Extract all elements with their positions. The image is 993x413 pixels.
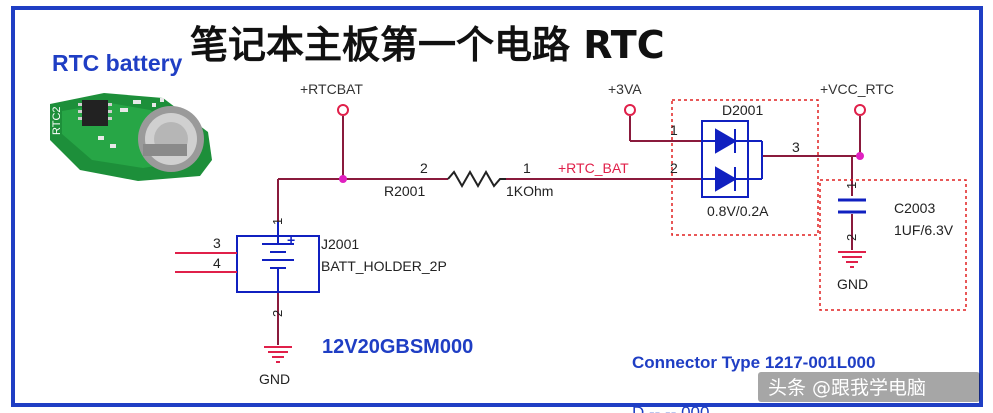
section-label: RTC battery bbox=[52, 50, 183, 76]
rtc-board-photo: RTC2 bbox=[50, 93, 212, 181]
net-vcc-rtc: +VCC_RTC bbox=[820, 81, 894, 97]
resistor-icon bbox=[447, 169, 506, 189]
battery-pin1: 1 bbox=[270, 218, 285, 225]
diode-body bbox=[701, 120, 749, 198]
diode-pin2: 2 bbox=[670, 160, 678, 176]
chip-icon bbox=[82, 100, 108, 126]
part-number: 12V20GBSM000 bbox=[322, 336, 473, 358]
capacitor-ref: C2003 bbox=[894, 200, 935, 216]
diode-highlight-box bbox=[671, 99, 819, 236]
capacitor-pin1: 1 bbox=[844, 182, 859, 189]
net-rtcbat: +RTCBAT bbox=[300, 81, 363, 97]
resistor-pin-right: 1 bbox=[523, 160, 531, 176]
net-rtc-bat: +RTC_BAT bbox=[558, 160, 629, 176]
diode-rating: 0.8V/0.2A bbox=[707, 203, 769, 219]
ground-icon bbox=[264, 346, 292, 363]
sheet-frame bbox=[11, 6, 983, 407]
battery-icon bbox=[262, 222, 294, 292]
capacitor-c2003: 1 2 C2003 1UF/6.3V GND bbox=[819, 179, 967, 311]
watermark-text: 头条 @跟我学电脑 bbox=[768, 377, 926, 399]
vcc-rtc-pin-icon bbox=[854, 104, 866, 116]
diode-d2001: D2001 1 2 3 0.8V/0.2A bbox=[670, 99, 819, 236]
net-3va: +3VA bbox=[608, 81, 642, 97]
capacitor-icon bbox=[838, 198, 866, 214]
resistor-pin-left: 2 bbox=[420, 160, 428, 176]
overlay-title: 笔记本主板第一个电路 RTC bbox=[190, 23, 665, 67]
power-pins bbox=[337, 104, 866, 116]
connector-type: Connector Type 1217-001L000 bbox=[632, 353, 875, 372]
board-silkscreen: RTC2 bbox=[51, 106, 63, 135]
capacitor-gnd-label: GND bbox=[837, 276, 868, 292]
battery-ref: J2001 bbox=[321, 236, 359, 252]
battery-value: BATT_HOLDER_2P bbox=[321, 258, 447, 274]
capacitor-value: 1UF/6.3V bbox=[894, 222, 954, 238]
diode-ref: D2001 bbox=[722, 102, 763, 118]
watermark: 头条 @跟我学电脑 bbox=[758, 372, 980, 402]
battery-pin2: 2 bbox=[270, 310, 285, 317]
battery-gnd-label: GND bbox=[259, 371, 290, 387]
battery-pin4: 4 bbox=[213, 255, 221, 271]
dual-diode-icon bbox=[702, 128, 763, 192]
wires bbox=[277, 116, 861, 345]
resistor-r2001: 2 1 R2001 1KOhm bbox=[384, 160, 553, 199]
cut-off-text: D -- -- 000 bbox=[632, 403, 709, 413]
capacitor-pin2: 2 bbox=[844, 234, 859, 241]
battery-plus: + bbox=[287, 232, 295, 248]
resistor-ref: R2001 bbox=[384, 183, 425, 199]
capacitor-highlight-box bbox=[819, 179, 967, 311]
diode-pin1: 1 bbox=[670, 122, 678, 138]
junction-dot bbox=[339, 175, 347, 183]
junction-dot bbox=[856, 152, 864, 160]
battery-side-pins bbox=[175, 252, 237, 273]
ground-icon bbox=[838, 251, 866, 268]
3va-pin-icon bbox=[624, 104, 636, 116]
battery-pin3: 3 bbox=[213, 235, 221, 251]
resistor-value: 1KOhm bbox=[506, 183, 553, 199]
battery-holder-j2001: + 3 4 1 2 J2001 BATT_HOLDER_2P GND bbox=[175, 218, 447, 387]
rtcbat-pin-icon bbox=[337, 104, 349, 116]
diode-pin3: 3 bbox=[792, 139, 800, 155]
